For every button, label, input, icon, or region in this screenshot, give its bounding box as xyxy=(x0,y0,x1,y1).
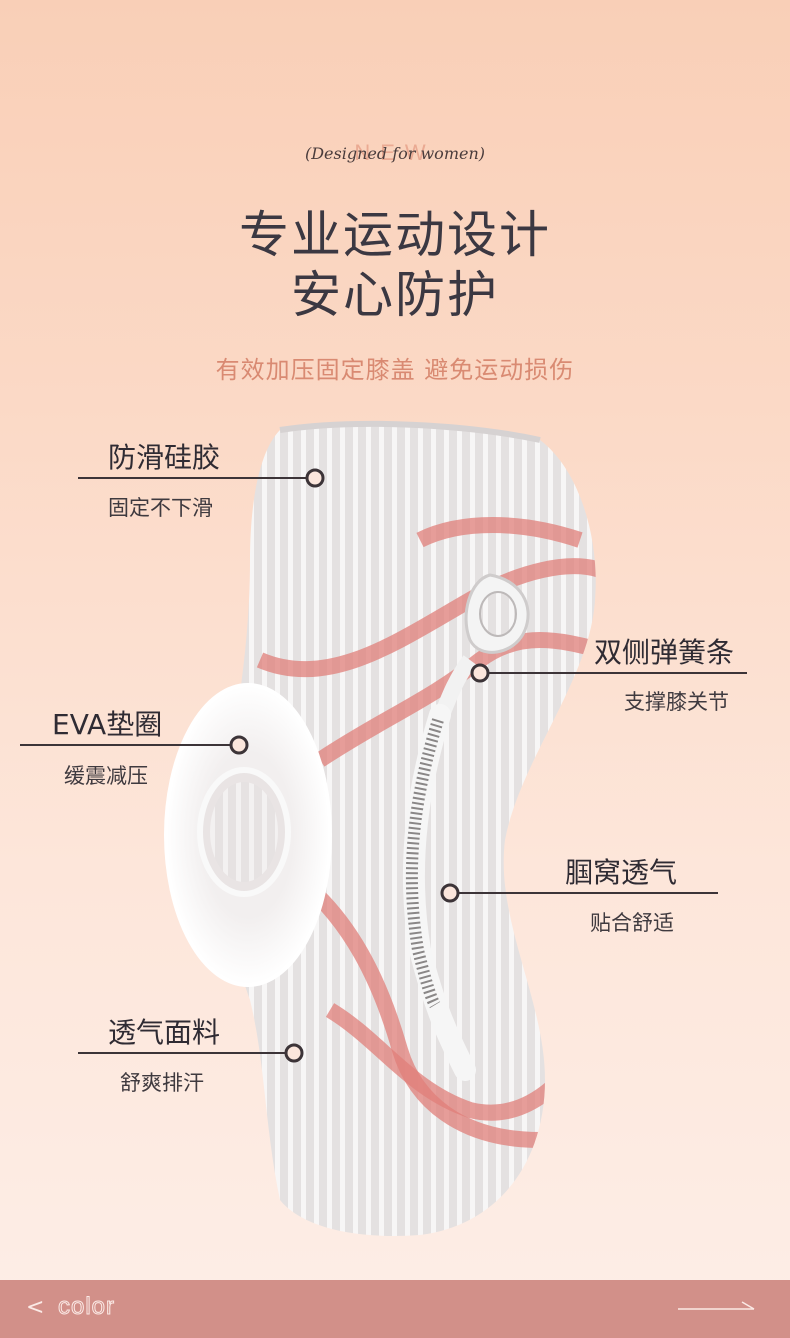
headline-line-2: 安心防护 xyxy=(291,266,499,324)
callout-dot-1 xyxy=(305,468,325,488)
callout-dot-5 xyxy=(284,1043,304,1063)
callout-title-eva: EVA垫圈 xyxy=(52,708,163,741)
callout-title-popliteal: 腘窝透气 xyxy=(565,856,678,889)
callout-title-fabric: 透气面料 xyxy=(108,1016,221,1049)
red-stripes xyxy=(256,517,596,1148)
top-band xyxy=(279,420,541,443)
color-label: color xyxy=(57,1293,116,1321)
callout-desc-spring: 支撑膝关节 xyxy=(624,690,729,714)
next-arrow-icon[interactable] xyxy=(678,1298,758,1318)
callout-desc-silicone: 固定不下滑 xyxy=(108,496,213,520)
callout-desc-fabric: 舒爽排汗 xyxy=(120,1071,204,1095)
color-nav-bar: < color xyxy=(0,1280,790,1338)
prev-arrow-icon[interactable]: < xyxy=(26,1295,45,1320)
tagline: (Designed for women) xyxy=(304,144,485,163)
callout-lines xyxy=(20,477,747,1054)
eva-pad xyxy=(164,683,332,987)
callout-title-silicone: 防滑硅胶 xyxy=(108,441,221,474)
callout-dot-3 xyxy=(229,735,249,755)
subtitle: 有效加压固定膝盖 避免运动损伤 xyxy=(215,356,575,384)
headline-line-1: 专业运动设计 xyxy=(239,206,551,264)
callout-desc-eva: 缓震减压 xyxy=(64,764,148,788)
callout-title-spring: 双侧弹簧条 xyxy=(594,636,735,669)
callout-desc-popliteal: 贴合舒适 xyxy=(590,911,674,935)
spring-stay xyxy=(402,573,530,1081)
callout-dot-2 xyxy=(470,663,490,683)
callout-dot-4 xyxy=(440,883,460,903)
callout-dots xyxy=(229,468,490,1063)
